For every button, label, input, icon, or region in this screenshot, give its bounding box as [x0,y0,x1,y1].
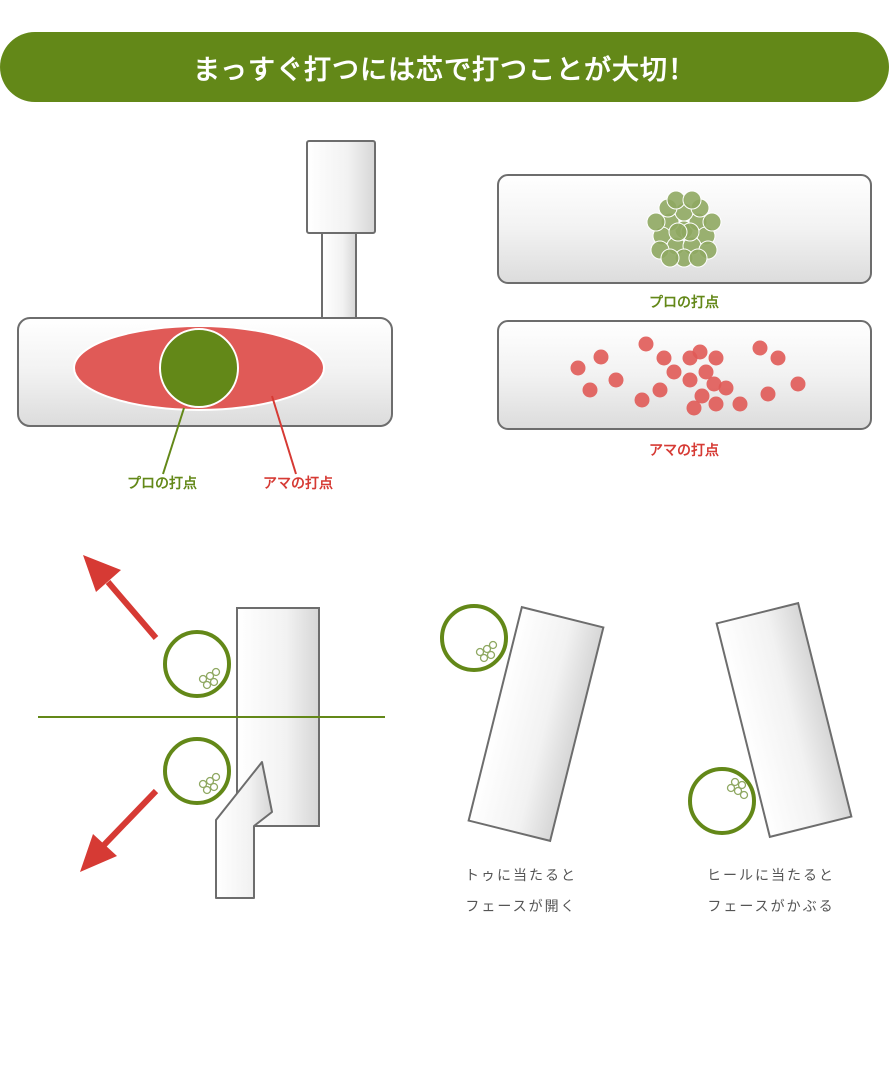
amateur-impact-dot [692,344,708,360]
pro-impact-dot [688,248,708,268]
pro-impact-dot [682,190,702,210]
direction-arrow-icon [83,555,159,640]
toe-caption-line2: フェースが開く [465,899,576,915]
putter-hosel-icon [306,140,376,234]
amateur-impact-dot [706,376,722,392]
amateur-impact-dot [634,392,650,408]
putter-face-rotated [715,601,853,839]
amateur-impact-dot [708,350,724,366]
putter-shaft-icon [321,232,357,320]
page-title: まっすぐ打つには芯で打つことが大切！ [193,54,696,86]
amateur-impact-dot [698,364,714,380]
toe-caption-line1: トゥに当たると [465,868,577,884]
pro-impact-dot [702,212,722,232]
pro-impact-cluster [646,190,722,268]
amateur-impact-dot [770,350,786,366]
amateur-impact-dot [760,386,776,402]
pro-spot-label-right: プロの打点 [649,294,719,311]
amateur-impact-dot [656,350,672,366]
putter-face-rotated [467,605,605,843]
amateur-impact-dot [608,372,624,388]
amateur-leader-line [271,395,297,475]
direction-arrow-icon [80,788,159,872]
heel-hit-diagram: ヒールに当たると フェースがかぶる [688,601,853,915]
heel-caption-line2: フェースがかぶる [707,899,834,915]
putter-front-view: プロの打点 アマの打点 [17,140,393,492]
golf-ball-icon [688,767,756,835]
amateur-impact-dot [638,336,654,352]
amateur-impact-dot [718,380,734,396]
amateur-impact-scatter [570,336,806,416]
golf-ball-icon [163,630,231,698]
pro-sweet-spot [159,328,239,408]
amateur-impact-dot [694,388,710,404]
putter-top-hosel [215,761,273,899]
pro-spot-label: プロの打点 [127,475,197,492]
toe-hit-diagram: トゥに当たると フェースが開く [440,604,605,915]
pro-impact-dot [668,222,688,242]
pro-impact-dot [660,248,680,268]
pro-leader-line [162,407,185,475]
title-banner: まっすぐ打つには芯で打つことが大切！ [0,32,889,102]
heel-caption-line1: ヒールに当たると [707,868,835,884]
amateur-impact-dot [582,382,598,398]
pro-impact-dot [646,212,666,232]
impact-pattern-comparison: プロの打点 アマの打点 [497,174,872,459]
amateur-impact-dot [686,400,702,416]
amateur-impact-dot [752,340,768,356]
amateur-impact-dot [666,364,682,380]
amateur-impact-dot [652,382,668,398]
golf-ball-icon [163,737,231,805]
amateur-impact-dot [790,376,806,392]
amateur-spot-label-right: アマの打点 [649,442,719,459]
pro-impact-dot [666,190,686,210]
amateur-impact-dot [682,372,698,388]
golf-ball-icon [440,604,508,672]
amateur-impact-dot [570,360,586,376]
amateur-impact-dot [708,396,724,412]
putter-top-view [38,555,385,899]
amateur-spot-label: アマの打点 [263,475,333,492]
amateur-impact-dot [732,396,748,412]
amateur-impact-dot [593,349,609,365]
